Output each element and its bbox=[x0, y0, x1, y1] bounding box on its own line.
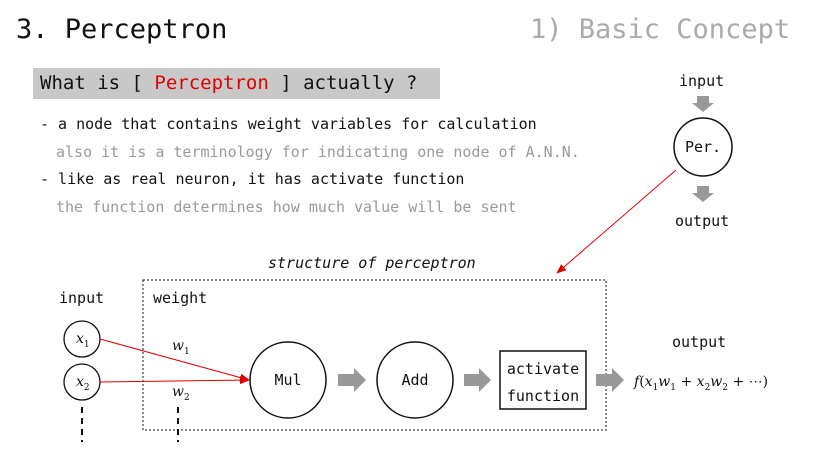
mini-output-label: output bbox=[675, 212, 730, 230]
structure-input-label: input bbox=[59, 289, 105, 307]
structure-weight-label: weight bbox=[153, 289, 208, 307]
bullet-1-main: - a node that contains weight variables … bbox=[40, 115, 537, 133]
question-prefix: What is [ bbox=[40, 72, 155, 94]
mini-output-arrow bbox=[692, 186, 714, 202]
activate-label-line2: function bbox=[507, 387, 579, 405]
section-title: 1) Basic Concept bbox=[530, 14, 791, 45]
mul-to-add-arrow bbox=[338, 368, 366, 392]
bullet-2-sub: the function determines how much value w… bbox=[56, 198, 517, 216]
structure-output-label: output bbox=[672, 333, 727, 351]
bullet-1-sub: also it is a terminology for indicating … bbox=[56, 143, 580, 161]
page-title: 3. Perceptron bbox=[16, 14, 228, 45]
w1-label: w1 bbox=[172, 338, 190, 357]
add-label: Add bbox=[401, 371, 428, 389]
mul-node bbox=[249, 341, 327, 419]
w2-label: w2 bbox=[172, 384, 190, 403]
activate-function-box bbox=[499, 350, 587, 410]
mul-label: Mul bbox=[274, 371, 301, 389]
question-banner bbox=[33, 68, 440, 99]
output-formula: f(x1w1 + x2w2 + ⋯) bbox=[633, 374, 768, 393]
structure-title: structure of perceptron bbox=[268, 254, 476, 272]
mini-input-label: input bbox=[679, 72, 725, 90]
question-text: What is [ Perceptron ] actually ? bbox=[40, 72, 418, 94]
activate-label-line1: activate bbox=[507, 360, 579, 378]
pointer-arrow bbox=[556, 169, 677, 274]
question-suffix: ] actually ? bbox=[268, 72, 418, 94]
x1-label: x1 bbox=[76, 331, 90, 350]
mini-input-arrow bbox=[692, 96, 714, 112]
add-node bbox=[376, 341, 454, 419]
question-highlight: Perceptron bbox=[154, 72, 269, 94]
activate-to-output-arrow bbox=[596, 368, 624, 392]
mini-node-label: Per. bbox=[685, 138, 721, 156]
x2-to-mul-arrow bbox=[99, 376, 250, 385]
structure-box bbox=[142, 279, 607, 431]
bullet-2-main: - like as real neuron, it has activate f… bbox=[40, 170, 465, 188]
x2-label: x2 bbox=[76, 374, 90, 393]
add-to-activate-arrow bbox=[464, 368, 491, 392]
mini-perceptron-node bbox=[673, 117, 733, 177]
x1-to-mul-arrow bbox=[99, 338, 250, 382]
